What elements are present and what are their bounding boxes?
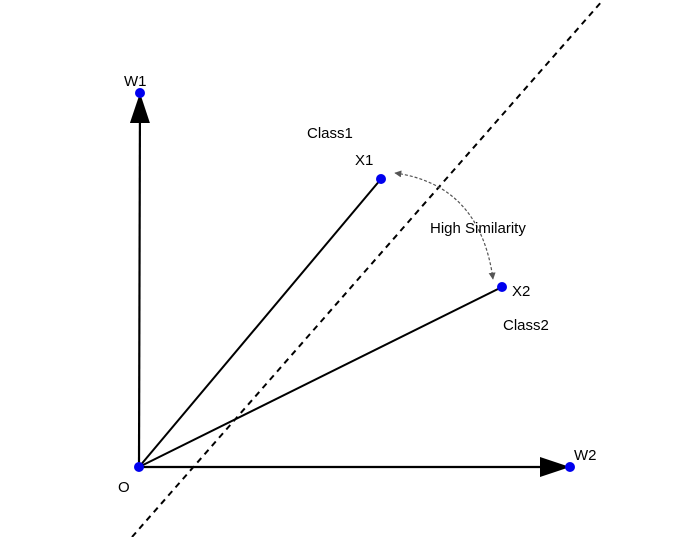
w2-point xyxy=(565,462,575,472)
origin-point xyxy=(134,462,144,472)
vector-x1 xyxy=(138,178,382,468)
point-x1-label: X1 xyxy=(355,152,373,169)
point-x2-label: X2 xyxy=(512,283,530,300)
similarity-label: High Similarity xyxy=(430,220,526,237)
decision-boundary xyxy=(131,0,604,537)
similarity-arc xyxy=(394,170,496,280)
w1-point xyxy=(135,88,145,98)
vector-x2 xyxy=(138,286,503,468)
x2-point xyxy=(497,282,507,292)
x1-point xyxy=(376,174,386,184)
origin-label: O xyxy=(118,479,130,496)
axis-w2-label: W2 xyxy=(574,447,597,464)
class1-label: Class1 xyxy=(307,125,353,142)
axis-w1-label: W1 xyxy=(124,73,147,90)
axis-w1-arrow xyxy=(129,92,150,468)
class2-label: Class2 xyxy=(503,317,549,334)
